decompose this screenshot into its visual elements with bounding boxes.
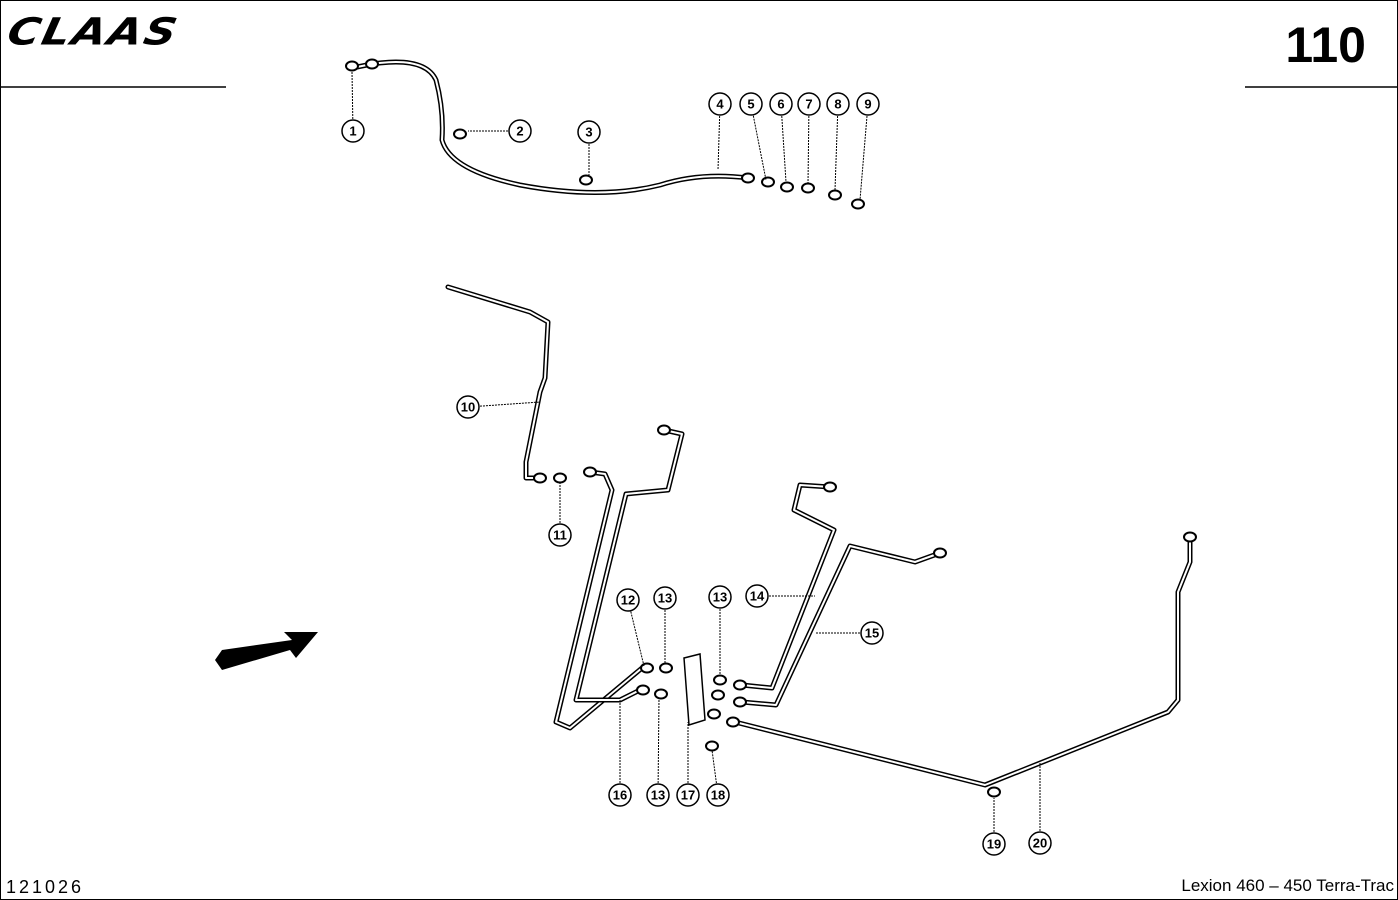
- callout-4: 4: [708, 92, 732, 116]
- leader-line: [859, 103, 869, 201]
- fitting: [583, 466, 597, 478]
- fitting: [707, 708, 721, 720]
- callout-number: 19: [987, 837, 1001, 852]
- callout-number: 3: [585, 125, 592, 140]
- fitting: [933, 547, 947, 559]
- callout-7: 7: [797, 92, 821, 116]
- callout-13: 13: [646, 783, 670, 807]
- callout-number: 14: [750, 589, 765, 604]
- leader-line: [627, 599, 645, 667]
- leader-line: [717, 103, 721, 171]
- hydraulic-line: [732, 534, 1193, 788]
- fitting: [801, 182, 815, 194]
- callout-13: 13: [708, 585, 732, 609]
- fitting: [640, 662, 654, 674]
- callout-number: 10: [461, 400, 475, 415]
- hydraulic-line: [445, 284, 551, 481]
- callout-number: 16: [613, 788, 627, 803]
- fitting: [711, 689, 725, 701]
- callout-number: 2: [516, 124, 523, 139]
- fitting: [453, 128, 467, 140]
- callout-12: 12: [616, 588, 640, 612]
- fitting: [823, 481, 837, 493]
- callout-18: 18: [706, 783, 730, 807]
- leader-line: [780, 103, 787, 183]
- callout-number: 9: [864, 97, 871, 112]
- callout-number: 11: [553, 528, 567, 543]
- callout-number: 20: [1033, 836, 1047, 851]
- callout-8: 8: [826, 92, 850, 116]
- arrow-icon: [215, 632, 318, 670]
- fitting: [636, 684, 650, 696]
- fitting: [733, 696, 747, 708]
- fitting: [828, 189, 842, 201]
- callout-17: 17: [676, 783, 700, 807]
- callout-19: 19: [982, 832, 1006, 856]
- hydraulic-line: [349, 59, 751, 195]
- fitting: [851, 198, 865, 210]
- fitting: [533, 472, 547, 484]
- fitting: [657, 424, 671, 436]
- fitting: [365, 58, 379, 70]
- fitting: [713, 674, 727, 686]
- fitting: [780, 181, 794, 193]
- callout-number: 6: [777, 97, 784, 112]
- fitting: [705, 740, 719, 752]
- callout-1: 1: [341, 119, 365, 143]
- callout-15: 15: [860, 621, 884, 645]
- fitting: [761, 176, 775, 188]
- callout-6: 6: [769, 92, 793, 116]
- callout-16: 16: [608, 783, 632, 807]
- callout-number: 4: [716, 97, 724, 112]
- fitting: [659, 662, 673, 674]
- callout-20: 20: [1028, 831, 1052, 855]
- fitting: [654, 688, 668, 700]
- leader-line: [834, 103, 839, 191]
- callout-number: 12: [621, 593, 635, 608]
- model-name: Lexion 460 – 450 Terra-Trac: [1181, 876, 1394, 895]
- callout-number: 7: [805, 97, 812, 112]
- callout-10: 10: [456, 395, 480, 419]
- callout-number: 5: [747, 97, 754, 112]
- callout-number: 18: [711, 788, 725, 803]
- callout-3: 3: [577, 120, 601, 144]
- callout-9: 9: [856, 92, 880, 116]
- drawing-number: 121026: [6, 877, 85, 897]
- leader-line: [807, 103, 810, 185]
- fitting: [345, 60, 359, 72]
- leader-line: [657, 697, 660, 796]
- callout-number: 13: [658, 591, 672, 606]
- callout-5: 5: [739, 92, 763, 116]
- page-number: 110: [1285, 17, 1366, 73]
- fitting: [553, 472, 567, 484]
- callout-number: 1: [349, 124, 356, 139]
- leader-line: [750, 103, 767, 181]
- distributor-block: [683, 653, 706, 726]
- leader-line: [467, 401, 541, 408]
- callout-number: 15: [865, 626, 879, 641]
- callout-2: 2: [508, 119, 532, 143]
- callout-13: 13: [653, 586, 677, 610]
- callout-14: 14: [745, 584, 769, 608]
- fitting: [726, 716, 740, 728]
- callout-number: 13: [651, 788, 665, 803]
- callout-11: 11: [548, 523, 572, 547]
- fitting: [579, 174, 593, 186]
- fitting: [733, 679, 747, 691]
- hydraulic-line: [739, 543, 943, 708]
- callout-number: 8: [834, 97, 841, 112]
- callout-number: 13: [713, 590, 727, 605]
- fitting: [1183, 531, 1197, 543]
- fitting: [741, 172, 755, 184]
- fitting: [987, 786, 1001, 798]
- callout-number: 17: [681, 788, 695, 803]
